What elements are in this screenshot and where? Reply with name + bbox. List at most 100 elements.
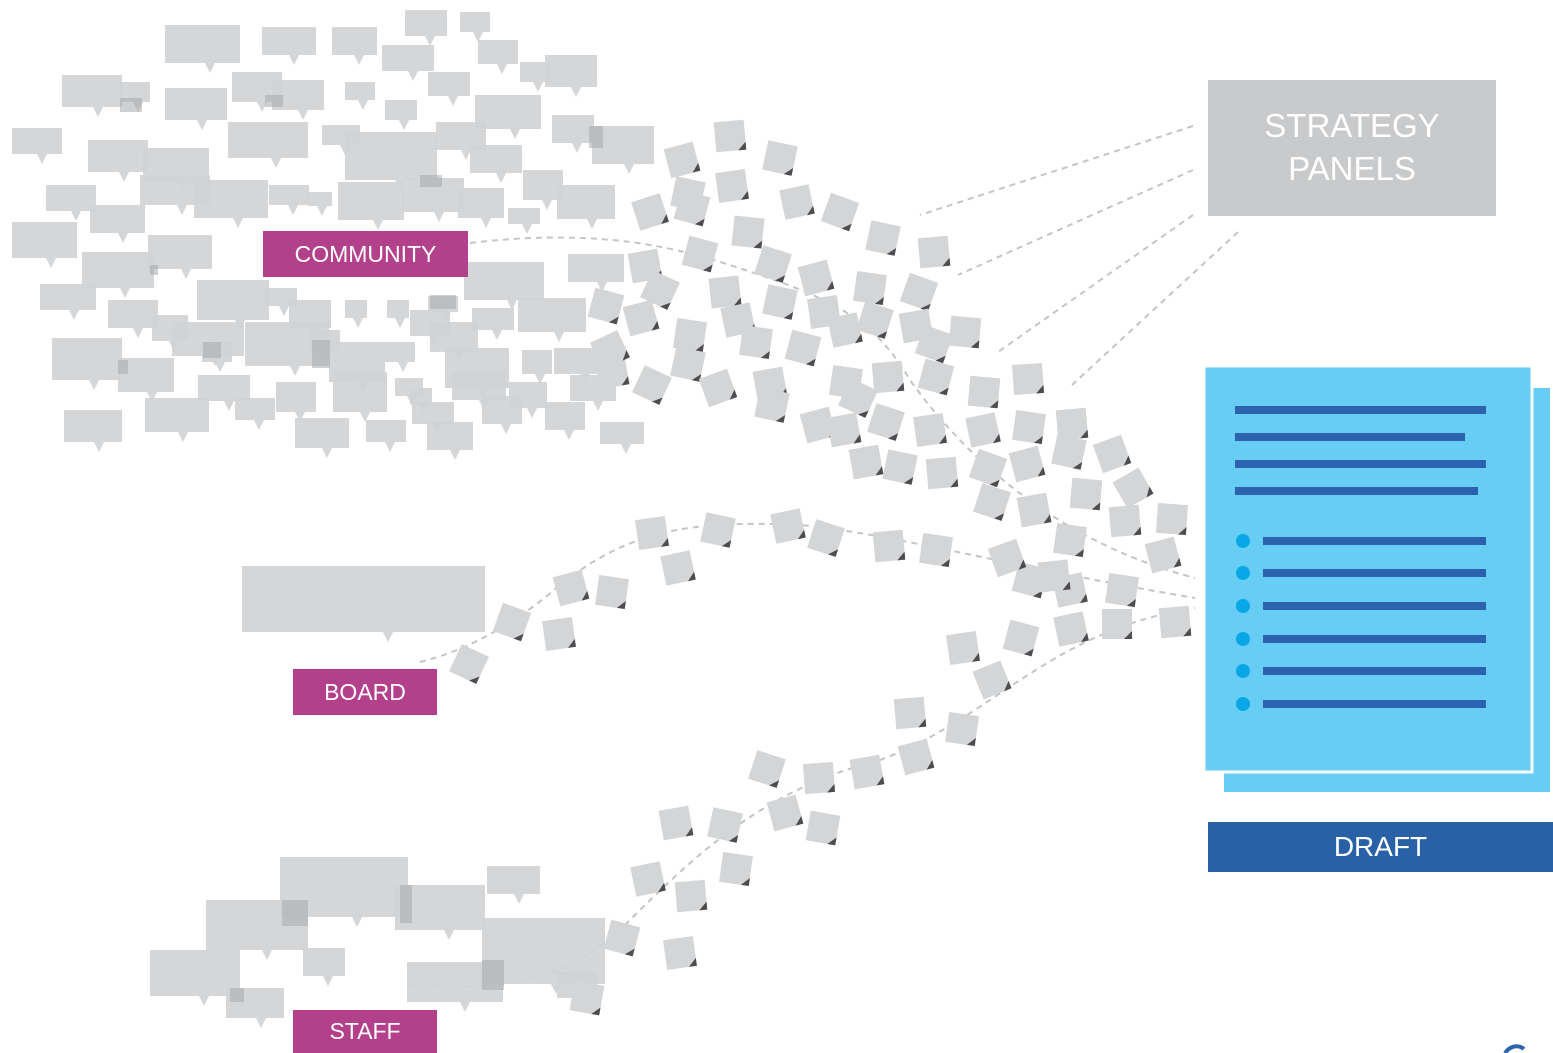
speech-bubble [520,62,550,92]
note-card [945,712,979,746]
speech-bubble [430,322,478,362]
note-card [663,141,701,179]
draft-label: DRAFT [1208,822,1553,872]
connector-line [409,607,1196,988]
note-card [914,324,954,364]
note-card [660,550,696,586]
note-card [899,272,939,312]
note-card [449,644,489,684]
note-card [1011,362,1045,396]
note-card [1037,559,1071,593]
bullet-dot [1236,664,1250,678]
bubble-overlap [265,95,283,107]
speech-bubble [82,252,154,298]
speech-bubble [345,132,437,190]
speech-bubble [478,40,518,74]
corner-mark [1503,1044,1526,1053]
bubble-overlap [230,988,244,1002]
note-card [713,119,747,153]
connector-line [1071,231,1239,386]
document-text-line [1235,460,1486,468]
speech-bubble [12,222,77,268]
bubble-overlap [312,340,330,368]
note-card [673,189,711,227]
speech-bubble [387,300,409,328]
speech-bubbles [12,10,654,1028]
speech-bubble [145,398,209,442]
note-card [987,538,1027,578]
note-card [867,403,905,441]
speech-bubble [262,27,316,65]
note-card [715,169,749,203]
note-card [770,508,806,544]
speech-bubble [269,185,309,215]
speech-bubble [472,308,514,340]
note-cards [449,119,1192,1016]
speech-bubble [242,566,485,642]
note-card [848,444,884,480]
note-card [698,368,738,408]
speech-bubble [452,372,506,410]
speech-bubble [385,342,415,372]
note-card [670,346,706,382]
note-card [968,448,1008,488]
note-card [707,807,743,843]
connector-line [957,169,1194,276]
note-card [826,412,862,448]
note-card [754,245,792,283]
document-text-line [1235,433,1465,441]
speech-bubble [62,75,122,117]
note-card [1102,609,1132,639]
note-card [805,810,841,846]
note-card [622,299,660,337]
note-card [849,754,885,790]
note-card [663,936,697,970]
note-card [882,449,918,485]
note-card [603,919,641,957]
note-card [872,529,906,563]
note-card [632,365,672,405]
note-card [569,980,605,1016]
note-card [1105,573,1139,607]
note-card [674,879,708,913]
note-card [708,275,742,309]
note-card [827,312,863,348]
bubble-overlap [282,900,308,926]
note-card [587,287,625,325]
speech-bubble [150,950,240,1006]
note-card [673,318,707,352]
note-card [492,602,532,642]
bubble-overlap [420,175,442,187]
speech-bubble [197,280,269,330]
note-card [681,235,719,273]
board-label: BOARD [293,669,437,715]
note-card [631,193,669,231]
note-card [893,696,927,730]
speech-bubble [165,25,240,73]
note-card [590,330,630,370]
speech-bubble [40,284,96,320]
connector-line [919,125,1194,216]
speech-bubble [366,420,406,452]
bubble-overlap [589,126,603,148]
speech-bubble [487,866,540,904]
speech-bubble [332,27,377,65]
speech-bubble [545,55,597,97]
note-card [731,215,765,249]
staff-label: STAFF [293,1010,437,1053]
speech-bubble [88,140,148,182]
bubble-overlap [430,295,456,309]
speech-bubble [552,115,594,153]
note-card [766,794,804,832]
connector-lines [409,125,1239,988]
speech-bubble [228,122,308,168]
speech-bubble [108,300,158,338]
note-card [1158,605,1192,639]
note-card [797,259,835,297]
speech-bubble [64,410,122,452]
bubble-overlap [203,342,221,358]
speech-bubble [427,422,473,460]
note-card [1055,407,1089,441]
strategy-panels-box: STRATEGY PANELS [1208,80,1496,216]
